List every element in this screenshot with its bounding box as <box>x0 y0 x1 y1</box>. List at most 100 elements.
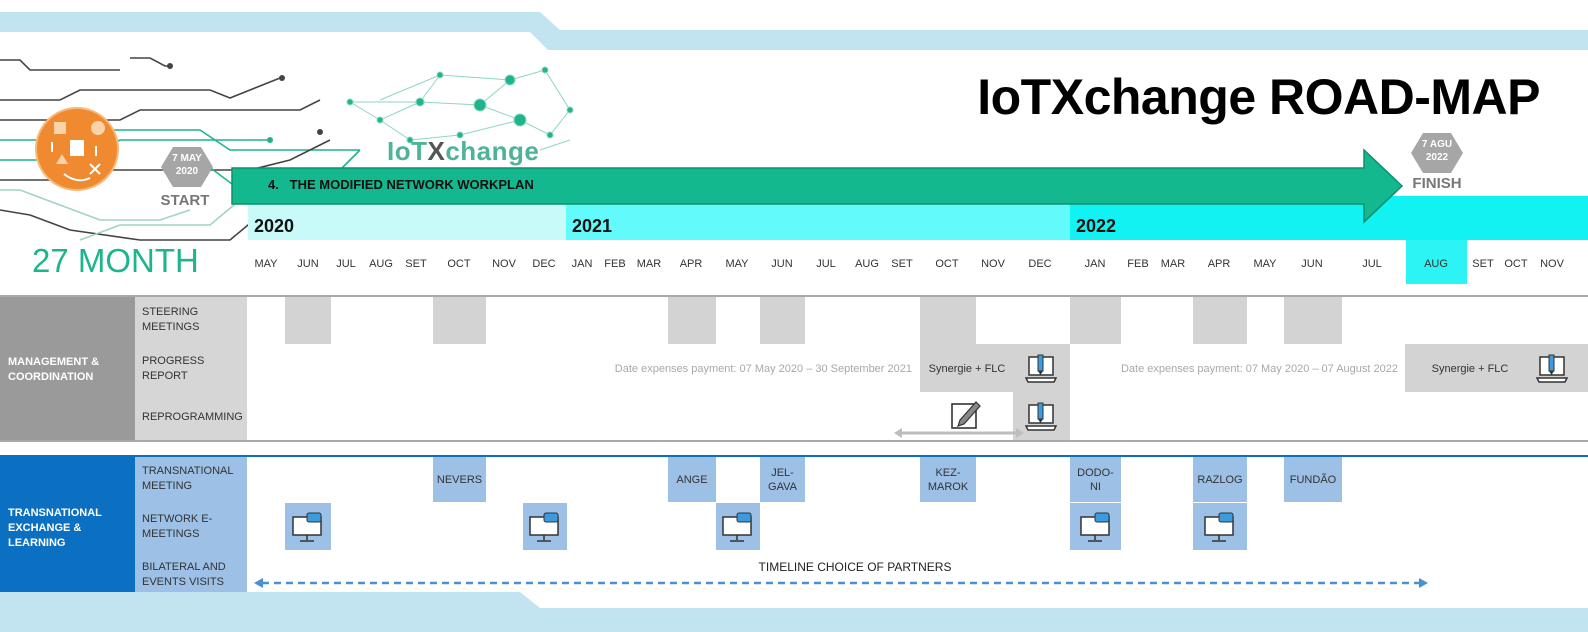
meeting-jelgava: JEL- GAVA <box>768 466 797 493</box>
month-label: DEC <box>532 258 556 270</box>
transnational-meeting-block <box>1070 457 1121 502</box>
month-label: JUL <box>1362 258 1382 270</box>
monitor-chat-icon <box>722 512 752 542</box>
month-label: MAY <box>1253 258 1277 270</box>
steering-meeting-block <box>433 297 486 344</box>
workplan-label: 4. THE MODIFIED NETWORK WORKPLAN <box>268 177 534 192</box>
month-label: MAY <box>254 258 278 270</box>
steering-meeting-block <box>920 297 976 344</box>
project-logo-icon <box>35 107 119 191</box>
year-label-2022: 2022 <box>1076 216 1117 236</box>
management-divider <box>0 440 1588 442</box>
month-label: FEB <box>1127 258 1149 270</box>
finish-date-line2: 2022 <box>1425 152 1449 163</box>
steering-meeting-block <box>1193 297 1247 344</box>
row-label-reprogramming: REPROGRAMMING <box>142 411 243 423</box>
meeting-ange: ANGE <box>676 473 708 486</box>
month-label: JAN <box>571 258 593 270</box>
month-label: JAN <box>1084 258 1106 270</box>
reprogramming-range-arrow <box>894 428 1024 438</box>
start-date-line2: 2020 <box>175 166 199 177</box>
month-label: JUN <box>771 258 793 270</box>
month-label: AUG <box>1424 258 1448 270</box>
steering-meeting-block <box>285 297 331 344</box>
logo-x: X <box>427 136 446 166</box>
meeting-dodoni: DODO- NI <box>1077 466 1114 493</box>
month-label: SET <box>1472 258 1494 270</box>
meeting-nevers: NEVERS <box>436 473 483 486</box>
month-label: AUG <box>855 258 879 270</box>
transnational-group-cell <box>0 457 135 592</box>
month-label: JUL <box>816 258 836 270</box>
timeline-choice-label: TIMELINE CHOICE OF PARTNERS <box>758 560 952 574</box>
transnational-group-label: TRANSNATIONAL EXCHANGE & LEARNING <box>8 507 102 549</box>
management-group-cell <box>0 297 135 440</box>
month-label: MAY <box>725 258 749 270</box>
row-label-bilateral: BILATERAL AND EVENTS VISITS <box>142 561 226 588</box>
monitor-chat-icon <box>292 512 322 542</box>
transnational-meeting-block <box>1284 457 1342 502</box>
top-band <box>0 12 1588 50</box>
month-label: MAR <box>636 258 662 270</box>
workplan-arrow <box>231 148 1404 224</box>
month-label: JUL <box>336 258 356 270</box>
steering-meeting-block <box>668 297 716 344</box>
finish-date-line1: 7 AGU <box>1421 139 1453 150</box>
monitor-chat-icon <box>1080 512 1110 542</box>
transnational-meeting-block <box>1193 457 1247 502</box>
progress-note-2022: Date expenses payment: 07 May 2020 – 07 … <box>1120 363 1398 375</box>
transnational-divider <box>0 455 1588 457</box>
logo-change: change <box>445 136 540 166</box>
steering-meeting-block <box>760 297 805 344</box>
laptop-pen-icon <box>1024 402 1058 431</box>
transnational-meeting-block <box>760 457 805 502</box>
logo-iot: IoT <box>387 136 428 166</box>
laptop-pen-icon <box>1535 354 1569 383</box>
row-label-steering: STEERING MEETINGS <box>142 306 200 333</box>
row-label-progress: PROGRESS REPORT <box>142 355 205 382</box>
bottom-band <box>0 592 1588 632</box>
management-label-column <box>135 297 247 440</box>
month-label: JUN <box>1301 258 1323 270</box>
start-hexagon <box>161 147 213 187</box>
month-label: AUG <box>369 258 393 270</box>
page-title: IoTXchange ROAD-MAP <box>977 69 1540 125</box>
transnational-label-column <box>135 457 247 592</box>
month-label: OCT <box>447 258 471 270</box>
monitor-chat-icon <box>1204 512 1234 542</box>
month-label: DEC <box>1028 258 1052 270</box>
transnational-meeting-block <box>433 457 486 502</box>
logo-text: IoTXchange <box>387 136 539 167</box>
laptop-pen-icon <box>1024 354 1058 383</box>
meeting-razlog: RAZLOG <box>1197 473 1243 486</box>
timeline-choice-arrow <box>254 578 1428 588</box>
duration-label: 27 MONTH <box>32 242 199 279</box>
month-label: JUN <box>297 258 319 270</box>
finish-label: FINISH <box>1412 175 1462 192</box>
month-label: OCT <box>935 258 959 270</box>
edit-document-icon <box>951 401 981 429</box>
month-label: NOV <box>981 258 1005 270</box>
monitor-chat-icon <box>529 512 559 542</box>
month-label: FEB <box>604 258 626 270</box>
start-label: START <box>160 192 210 209</box>
finish-hexagon <box>1411 133 1463 173</box>
month-label: MAR <box>1160 258 1186 270</box>
management-group-label: MANAGEMENT & COORDINATION <box>8 356 100 383</box>
year-label-2020: 2020 <box>254 216 295 236</box>
progress-flc-2021: Synergie + FLC <box>928 363 1006 375</box>
steering-meeting-block <box>1284 297 1342 344</box>
steering-meeting-block <box>1070 297 1121 344</box>
month-label: NOV <box>1540 258 1564 270</box>
progress-flc-2022: Synergie + FLC <box>1431 363 1509 375</box>
start-date-line1: 7 MAY <box>172 153 202 164</box>
month-highlight-aug-2022 <box>1406 240 1467 284</box>
month-label: SET <box>891 258 913 270</box>
row-label-transnational-meeting: TRANSNATIONAL MEETING <box>142 465 234 492</box>
month-label: APR <box>1207 258 1231 270</box>
year-label-2021: 2021 <box>572 216 613 236</box>
header-divider <box>0 295 1588 297</box>
month-label: NOV <box>492 258 516 270</box>
month-label: SET <box>405 258 427 270</box>
meeting-fundao: FUNDÃO <box>1289 473 1337 486</box>
